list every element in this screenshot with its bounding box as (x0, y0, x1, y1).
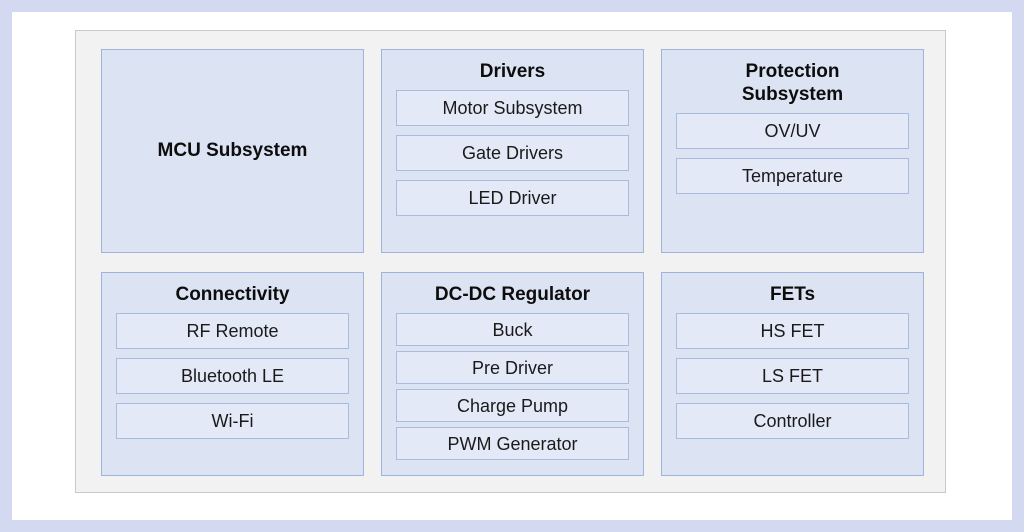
block-dc-dc-regulator[interactable]: DC-DC Regulator Buck Pre Driver Charge P… (381, 272, 644, 476)
slide-frame: MCU Subsystem Drivers Motor Subsystem Ga… (12, 12, 1012, 520)
sub-block[interactable]: LS FET (676, 358, 909, 395)
block-fets[interactable]: FETs HS FET LS FET Controller (661, 272, 924, 476)
diagram-panel: MCU Subsystem Drivers Motor Subsystem Ga… (75, 30, 946, 493)
sub-block[interactable]: Gate Drivers (396, 135, 629, 172)
block-title: Connectivity (175, 284, 290, 305)
sub-block[interactable]: Motor Subsystem (396, 90, 629, 127)
block-connectivity[interactable]: Connectivity RF Remote Bluetooth LE Wi-F… (101, 272, 364, 476)
sub-block[interactable]: RF Remote (116, 313, 349, 350)
sub-block-list: HS FET LS FET Controller (676, 313, 909, 440)
block-title: MCU Subsystem (157, 140, 308, 162)
sub-block-list: Buck Pre Driver Charge Pump PWM Generato… (396, 313, 629, 461)
block-title: Protection Subsystem (741, 61, 844, 106)
block-protection-subsystem[interactable]: Protection Subsystem OV/UV Temperature (661, 49, 924, 253)
sub-block[interactable]: Bluetooth LE (116, 358, 349, 395)
block-title: FETs (769, 284, 816, 305)
block-title: Drivers (479, 61, 546, 82)
block-grid: MCU Subsystem Drivers Motor Subsystem Ga… (101, 49, 924, 476)
sub-block-list: Motor Subsystem Gate Drivers LED Driver (396, 90, 629, 217)
sub-block[interactable]: PWM Generator (396, 427, 629, 461)
sub-block[interactable]: HS FET (676, 313, 909, 350)
sub-block-list: RF Remote Bluetooth LE Wi-Fi (116, 313, 349, 440)
sub-block[interactable]: OV/UV (676, 113, 909, 150)
sub-block[interactable]: Controller (676, 403, 909, 440)
sub-block[interactable]: Wi-Fi (116, 403, 349, 440)
sub-block[interactable]: Charge Pump (396, 389, 629, 423)
sub-block[interactable]: LED Driver (396, 180, 629, 217)
sub-block[interactable]: Pre Driver (396, 351, 629, 385)
sub-block[interactable]: Temperature (676, 158, 909, 195)
sub-block-list: OV/UV Temperature (676, 113, 909, 195)
sub-block[interactable]: Buck (396, 313, 629, 347)
block-title: DC-DC Regulator (434, 284, 591, 305)
block-mcu-subsystem[interactable]: MCU Subsystem (101, 49, 364, 253)
block-drivers[interactable]: Drivers Motor Subsystem Gate Drivers LED… (381, 49, 644, 253)
